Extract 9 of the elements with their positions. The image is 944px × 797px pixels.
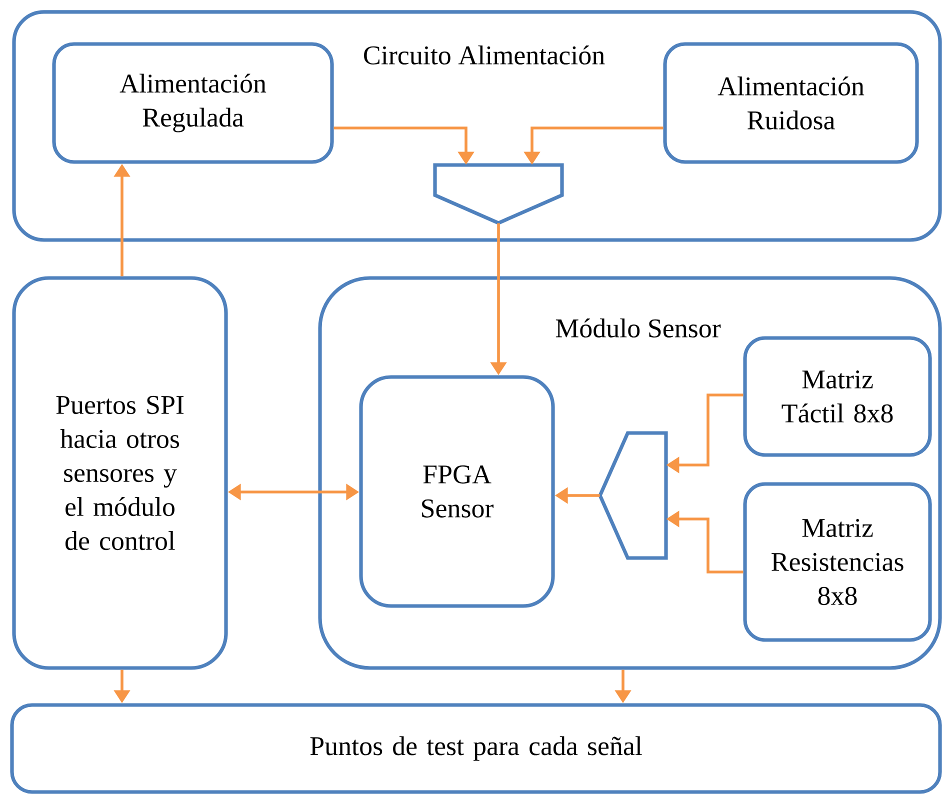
process-box: FPGA Sensor — [359, 375, 555, 608]
multiplexer-shape — [433, 163, 564, 225]
process-box: Matriz Táctil 8x8 — [743, 336, 932, 457]
process-box: Alimentación Ruidosa — [663, 42, 919, 164]
process-box: Puntos de test para cada señal — [10, 703, 942, 794]
process-box: Puertos SPI hacia otros sensores y el módulo de control — [12, 276, 228, 670]
multiplexer-shape — [598, 431, 668, 560]
process-box: Matriz Resistencias 8x8 — [743, 482, 932, 642]
process-box: Alimentación Regulada — [52, 42, 334, 164]
